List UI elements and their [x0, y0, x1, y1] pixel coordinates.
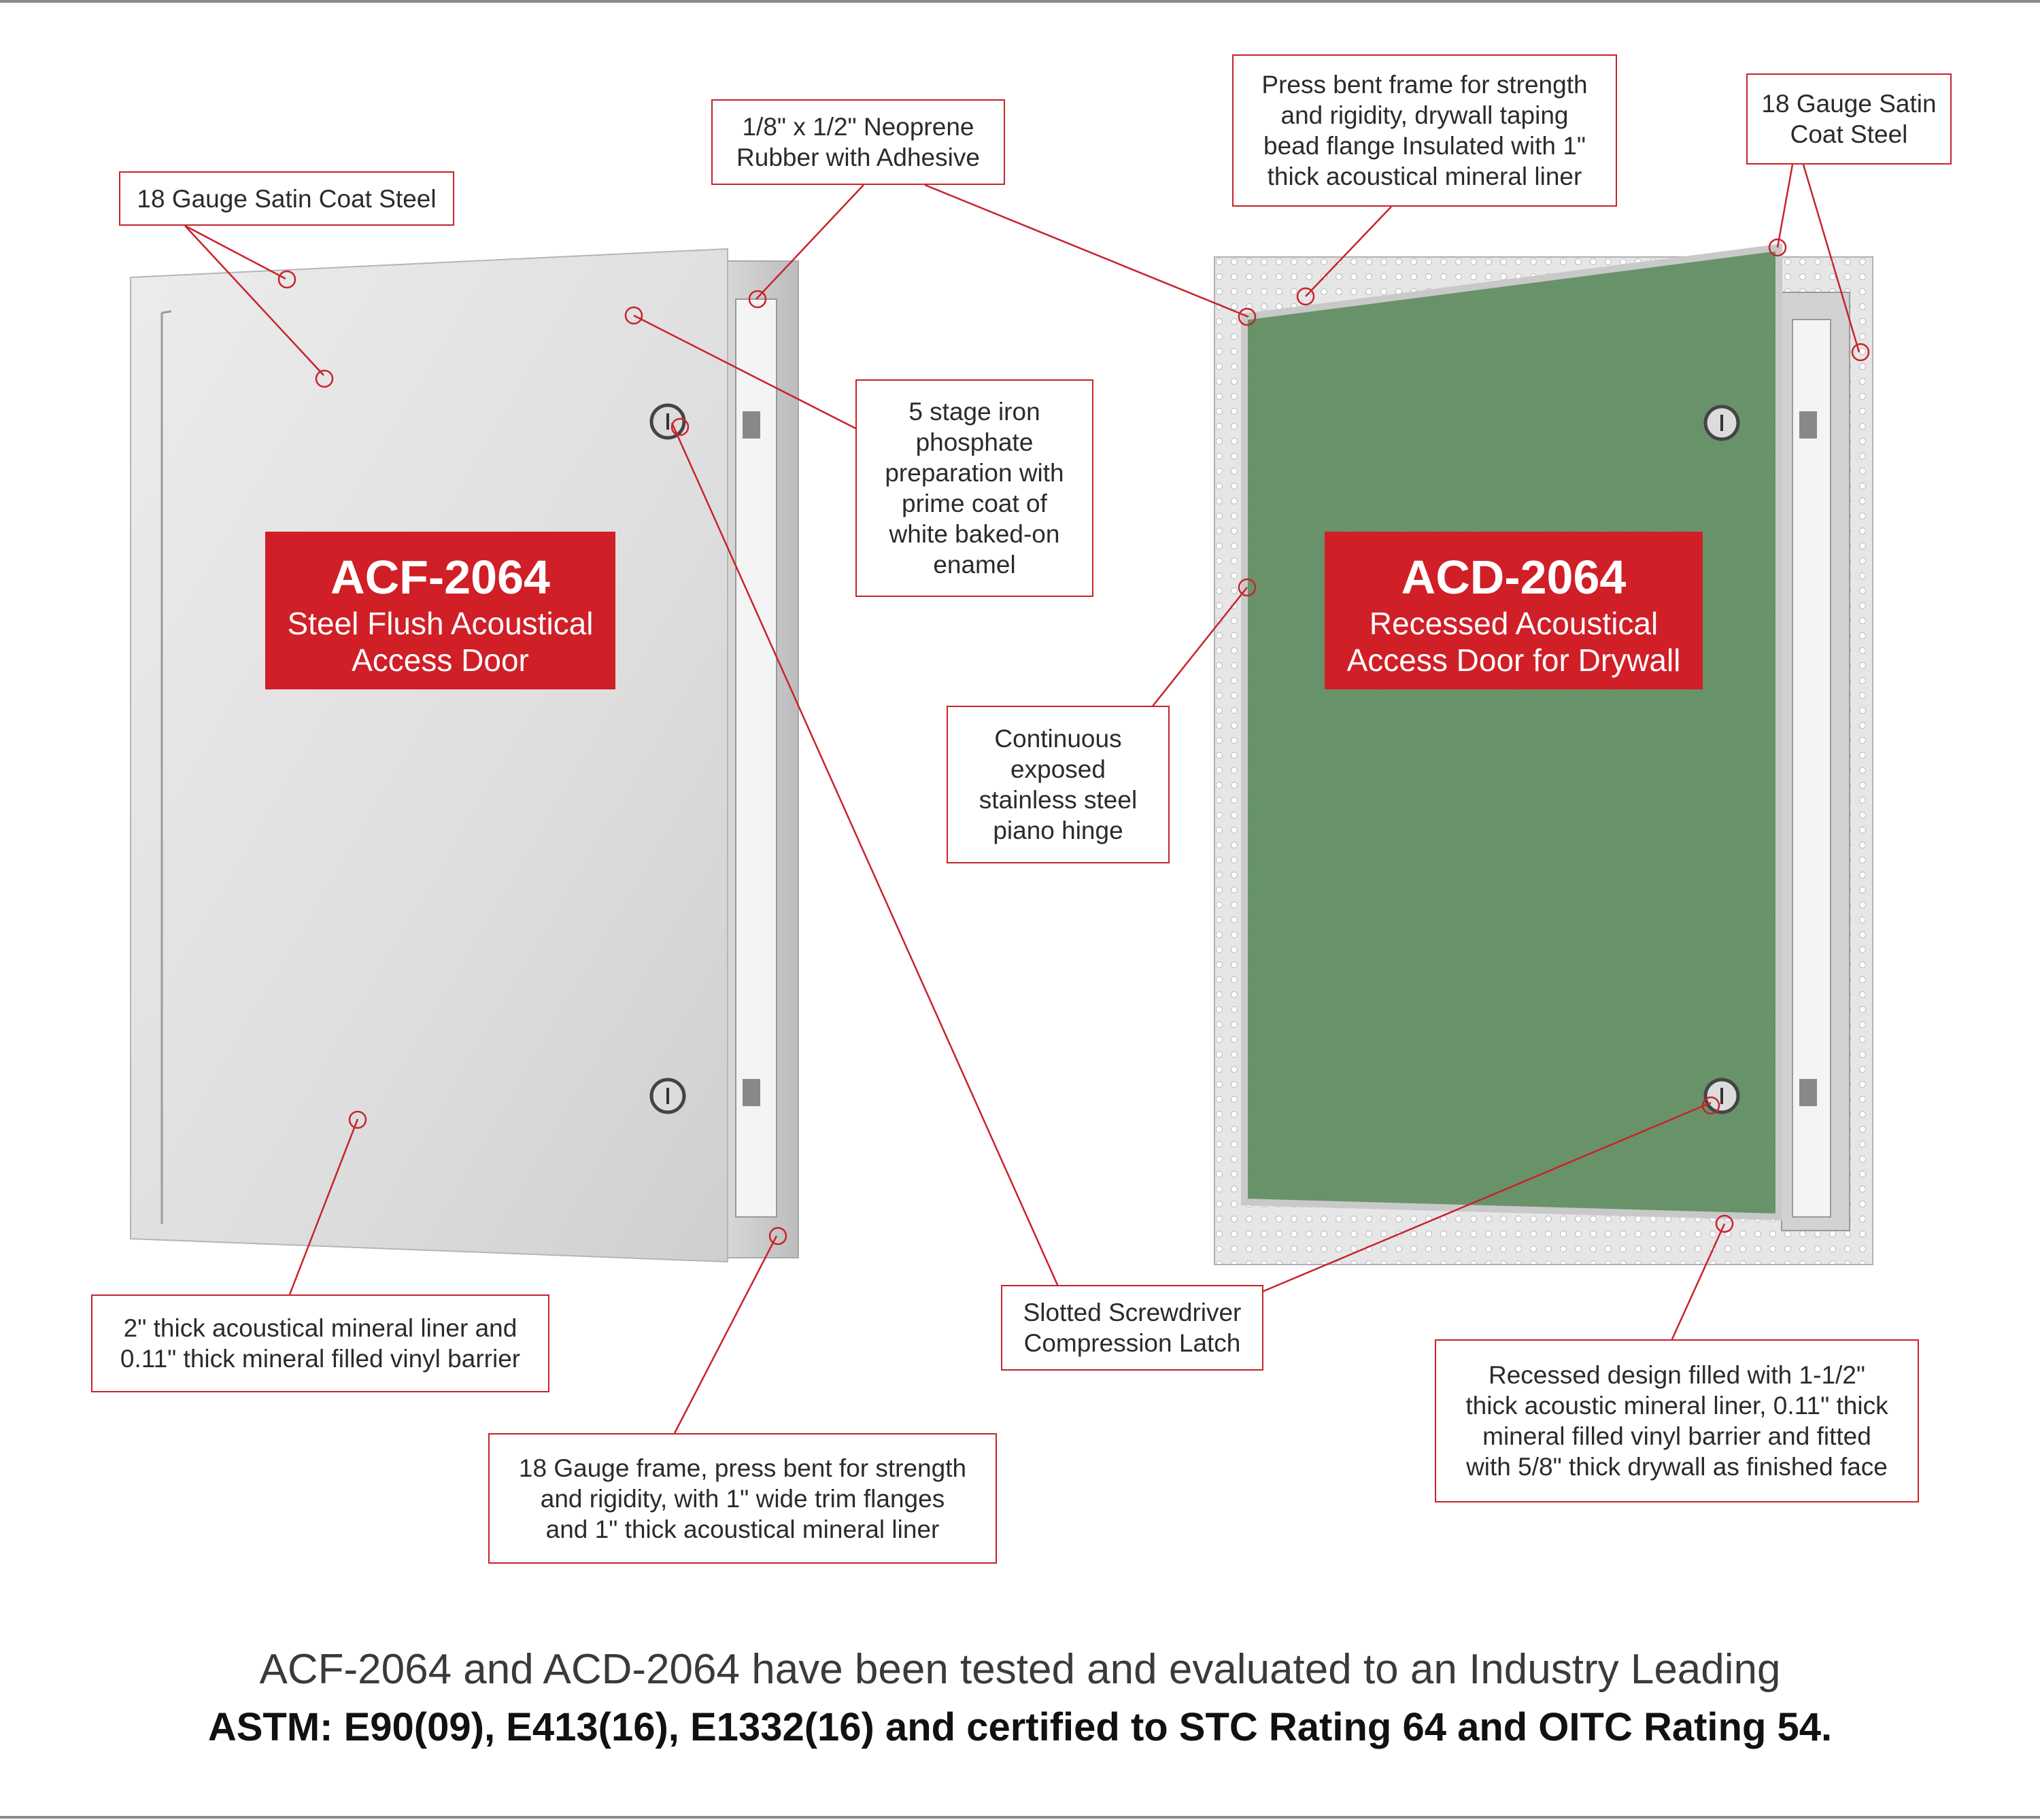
left-product-description: Steel Flush Acoustical Access Door [287, 606, 594, 678]
right-hinge-pin-top [1799, 411, 1817, 439]
left-hinge-pin-bottom [743, 1079, 760, 1106]
right-latch-top [1703, 405, 1740, 441]
leader-recessed-design [1670, 1223, 1726, 1341]
callout-recessed-design: Recessed design filled with 1-1/2" thick… [1435, 1339, 1919, 1503]
leader-frame-left [673, 1235, 778, 1434]
callout-left-gauge-steel: 18 Gauge Satin Coat Steel [119, 171, 454, 226]
left-product-model: ACF-2064 [330, 551, 550, 604]
leader-right-gauge-2 [1802, 164, 1860, 353]
callout-mineral-liner-left: 2" thick acoustical mineral liner and 0.… [91, 1294, 549, 1392]
leader-press-bent [1305, 206, 1392, 297]
callout-piano-hinge: Continuous exposed stainless steel piano… [947, 706, 1170, 863]
right-product-badge: ACD-2064 Recessed Acoustical Access Door… [1325, 532, 1703, 689]
leader-lines [184, 164, 1860, 1434]
left-door-frame-opening [735, 298, 777, 1218]
callout-latch: Slotted Screwdriver Compression Latch [1001, 1285, 1263, 1371]
leader-dots [277, 238, 1870, 1246]
right-product-model: ACD-2064 [1401, 551, 1627, 604]
leader-latch-2 [1261, 1101, 1712, 1293]
leader-piano-hinge [1151, 587, 1248, 708]
callout-right-gauge-steel: 18 Gauge Satin Coat Steel [1746, 73, 1952, 165]
callout-press-bent-frame: Press bent frame for strength and rigidi… [1232, 54, 1617, 207]
leader-iron-phosphate [633, 314, 859, 431]
left-door-panel [130, 247, 728, 1263]
right-latch-bottom [1703, 1078, 1740, 1114]
callout-iron-phosphate: 5 stage iron phosphate preparation with … [855, 379, 1093, 597]
leader-latch-1 [670, 422, 1059, 1287]
left-hinge-pin-top [743, 411, 760, 439]
right-hinge-pin-bottom [1799, 1079, 1817, 1106]
right-product-description: Recessed Acoustical Access Door for Dryw… [1346, 606, 1681, 678]
footer-statement: ACF-2064 and ACD-2064 have been tested a… [259, 1646, 1781, 1693]
left-door-illustration [130, 247, 799, 1263]
footer-certification: ASTM: E90(09), E413(16), E1332(16) and c… [207, 1705, 1833, 1749]
right-door-illustration [1214, 243, 1873, 1265]
left-product-badge: ACF-2064 Steel Flush Acoustical Access D… [265, 532, 615, 689]
leader-neoprene-1 [755, 184, 864, 300]
left-latch-top [649, 403, 686, 440]
leader-left-gauge-2 [184, 225, 324, 376]
leader-mineral-liner-left [288, 1118, 359, 1295]
leader-right-gauge-1 [1776, 164, 1794, 248]
bottom-border [0, 1816, 2040, 1819]
callout-frame-left: 18 Gauge frame, press bent for strength … [488, 1433, 997, 1564]
leader-left-gauge-1 [184, 224, 286, 280]
left-latch-bottom [649, 1078, 686, 1114]
leader-neoprene-2 [924, 184, 1249, 318]
top-border [0, 0, 2040, 3]
callout-neoprene: 1/8" x 1/2" Neoprene Rubber with Adhesiv… [711, 99, 1005, 185]
